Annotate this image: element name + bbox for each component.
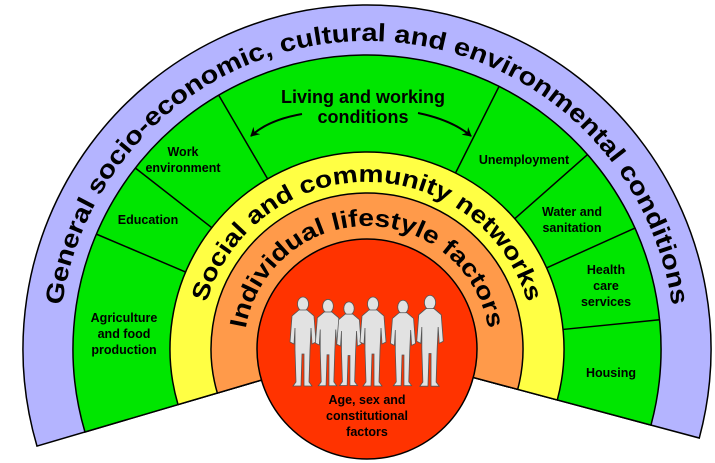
segment-housing: Housing bbox=[586, 366, 636, 380]
segment-label: Unemployment bbox=[479, 153, 570, 167]
segment-label: sanitation bbox=[542, 221, 601, 235]
segment-label: production bbox=[91, 343, 156, 357]
segment-work-environment: Work environment bbox=[145, 145, 221, 175]
segment-label: Work bbox=[167, 145, 198, 159]
right-arrow-icon bbox=[417, 112, 472, 137]
left-arrow-icon bbox=[250, 113, 303, 137]
segment-divider bbox=[96, 233, 186, 273]
segment-label: and food bbox=[98, 327, 151, 341]
segment-divider bbox=[218, 94, 269, 180]
living-working-title-line1: Living and working bbox=[281, 87, 445, 107]
segment-education: Education bbox=[118, 213, 178, 227]
person-silhouette bbox=[314, 299, 342, 387]
segment-divider bbox=[454, 86, 500, 174]
segment-divider bbox=[546, 227, 636, 269]
segment-label: Health bbox=[587, 263, 625, 277]
segment-water-sanitation: Water and sanitation bbox=[542, 205, 602, 235]
person-silhouette bbox=[416, 294, 444, 387]
person-silhouette bbox=[390, 299, 416, 387]
segment-divider bbox=[514, 154, 589, 220]
segment-label: care bbox=[593, 279, 619, 293]
segment-unemployment: Unemployment bbox=[479, 153, 570, 167]
segment-label: services bbox=[581, 295, 631, 309]
segment-divider bbox=[562, 319, 660, 331]
segment-agriculture: Agriculture and food production bbox=[91, 311, 158, 357]
person-silhouette bbox=[336, 301, 362, 386]
segment-label: environment bbox=[145, 161, 221, 175]
segment-label: Water and bbox=[542, 205, 602, 219]
core-label-line1: Age, sex and bbox=[328, 393, 405, 407]
segment-label: Housing bbox=[586, 366, 636, 380]
segment-label: Agriculture bbox=[91, 311, 158, 325]
segment-dividers bbox=[96, 86, 660, 331]
person-silhouette bbox=[359, 296, 387, 387]
core-label-line3: factors bbox=[346, 425, 388, 439]
core-label-line2: constitutional bbox=[326, 409, 408, 423]
segment-label: Education bbox=[118, 213, 178, 227]
people-silhouettes-icon bbox=[289, 294, 444, 387]
person-silhouette bbox=[289, 296, 317, 387]
segment-divider bbox=[134, 167, 213, 229]
segment-health-care: Health care services bbox=[581, 263, 631, 309]
living-working-title-line2: conditions bbox=[318, 107, 409, 127]
